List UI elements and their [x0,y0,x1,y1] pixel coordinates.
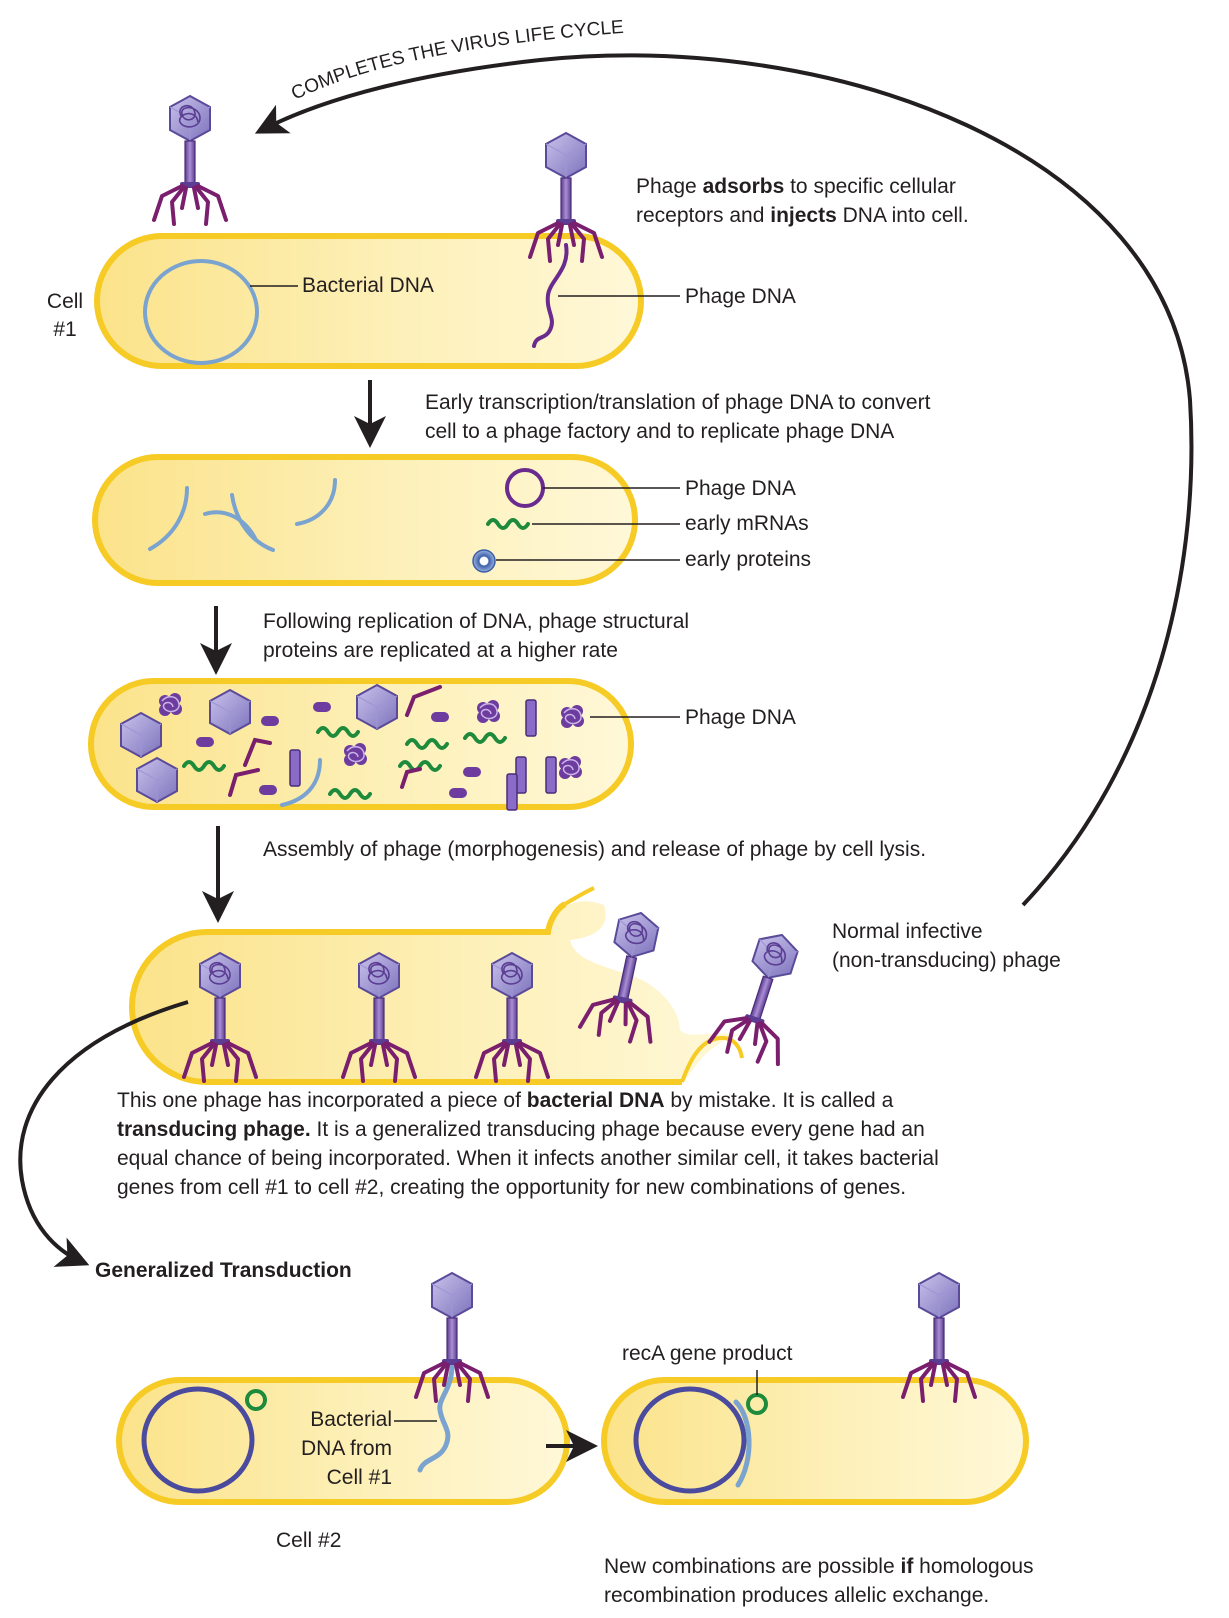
protein-pill-icon [431,712,449,722]
cell-4-lysis [129,886,744,1085]
new-combinations-text: New combinations are possible if homolog… [604,1555,1034,1607]
cell-2-label: Cell #2 [276,1529,342,1552]
protein-pill-icon [313,702,331,712]
phage-dna-label: Phage DNA [685,285,796,308]
capsid-icon [209,689,251,735]
life-cycle-arc-arrow [254,53,1194,907]
cell2-phage-dna-label: Phage DNA [685,477,796,500]
adsorbs-text: Phage adsorbs to specific cellular recep… [636,175,969,227]
transduced-dna-strand [417,1362,455,1473]
cell-3-replication [88,678,680,811]
protein-pill-icon [463,767,481,777]
protein-pill-icon [196,737,214,747]
early-proteins-label: early proteins [685,548,812,571]
reca-label: recA gene product [622,1342,793,1365]
arc-label: COMPLETES THE VIRUS LIFE CYCLE [288,17,624,105]
early-protein-icon [472,549,496,573]
cell-recombined [601,1370,1029,1505]
phage-dna-strand [532,243,569,348]
step-early-transcription-text: Early transcription/translation of phage… [425,391,931,443]
step-assembly-text: Assembly of phage (morphogenesis) and re… [263,838,927,861]
protein-pill-icon [261,716,279,726]
capsid-icon [120,712,162,758]
bacterial-dna-from-cell1-label: Bacterial DNA from Cell #1 [300,1408,392,1489]
cell-1 [94,233,680,369]
capsid-icon [356,684,398,730]
fragmented-bacterial-dna [148,478,337,552]
transducing-paragraph: This one phage has incorporated a piece … [117,1089,939,1199]
protein-pill-icon [449,788,467,798]
protein-pill-icon [259,785,277,795]
bacterial-dna-label: Bacterial DNA [302,274,434,297]
recombined-chromosome-ring [633,1386,747,1494]
capsid-icon [136,757,178,803]
homologous-dna-segment [733,1399,752,1488]
released-phage-icon [706,921,819,1070]
cell-2-early [92,454,680,586]
cell3-phage-dna-label: Phage DNA [685,706,796,729]
bacterial-dna-ring [143,259,259,365]
bacterial-chromosome-ring [141,1386,255,1494]
generalized-transduction-title: Generalized Transduction [95,1259,352,1282]
early-mrnas-label: early mRNAs [685,512,809,535]
phage-free-icon [152,94,228,226]
normal-phage-label: Normal infective (non-transducing) phage [832,920,1061,972]
step-replication-text: Following replication of DNA, phage stru… [263,610,690,662]
reca-protein-icon [245,1389,267,1411]
to-transduction-arrow [18,1000,189,1267]
cell-1-label: Cell #1 [46,290,84,341]
